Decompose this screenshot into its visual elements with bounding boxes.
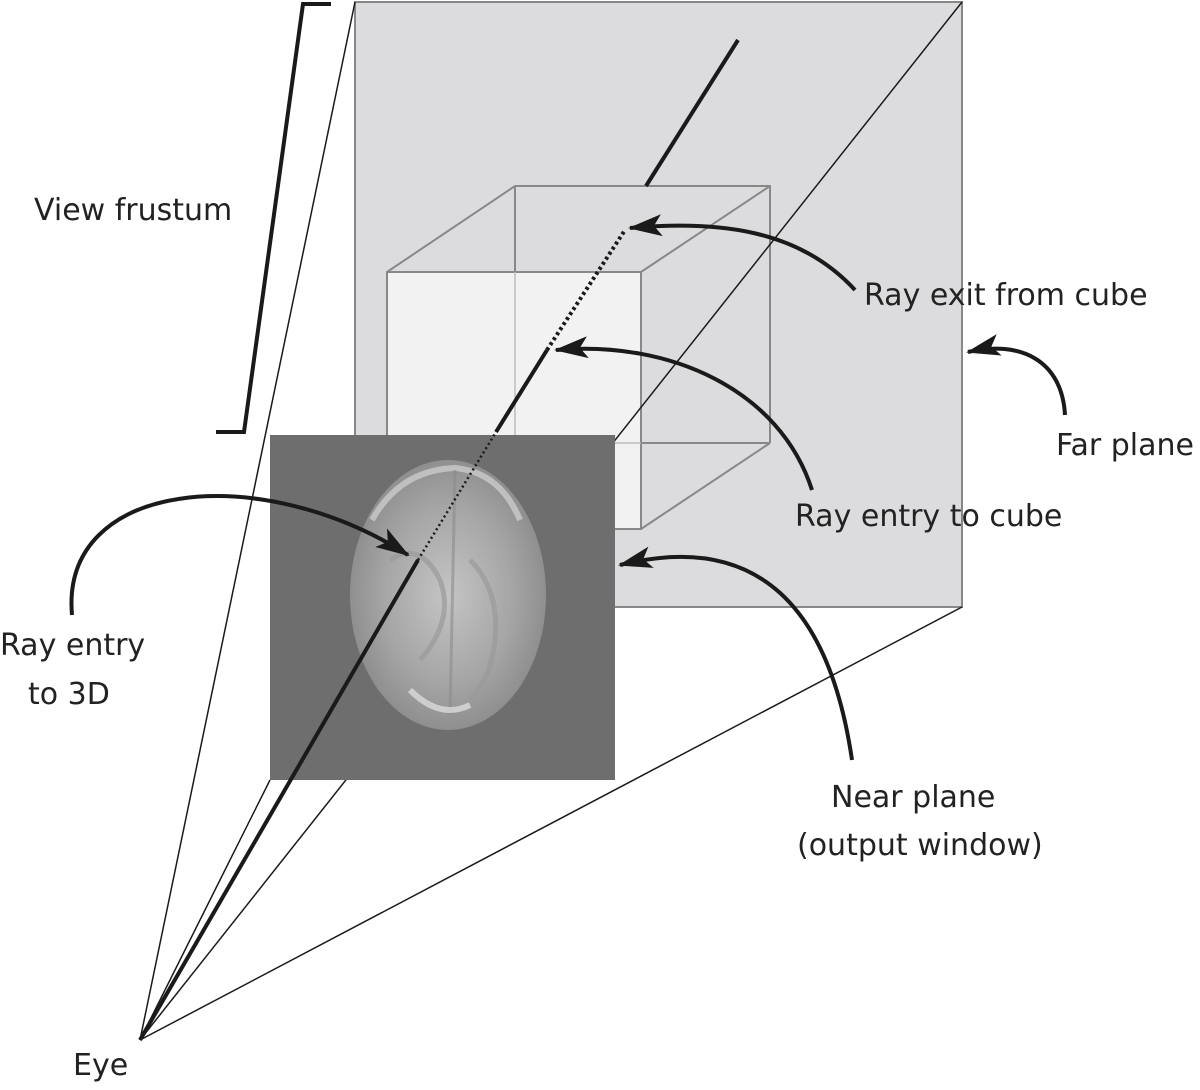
arrow-far-plane (966, 334, 1067, 416)
arrow-ray-entry-3d (69, 494, 410, 616)
label-near-plane-line1: Near plane (831, 780, 995, 815)
annotation-arrows (69, 214, 1067, 761)
label-ray-entry-cube: Ray entry to cube (795, 499, 1062, 534)
label-view-frustum: View frustum (34, 193, 232, 228)
arrow-near-plane (618, 546, 854, 761)
label-ray-entry-3d-line2: to 3D (28, 677, 110, 712)
ray-after-cube (644, 38, 740, 188)
near-plane (270, 435, 615, 780)
label-ray-entry-3d-line1: Ray entry (0, 628, 145, 663)
label-eye: Eye (73, 1048, 128, 1083)
brain-volume-render (350, 460, 546, 730)
label-near-plane-line2: (output window) (797, 828, 1043, 863)
arrow-ray-exit (628, 214, 857, 292)
cube-edges (386, 185, 771, 530)
arrow-ray-entry-cube (554, 336, 814, 491)
view-frustum-bracket (216, 2, 331, 434)
label-far-plane: Far plane (1056, 428, 1194, 463)
ray-eye-to-volume (138, 558, 420, 1042)
ray (138, 38, 740, 1042)
label-ray-exit: Ray exit from cube (864, 278, 1148, 313)
ray-to-cube (494, 348, 549, 434)
